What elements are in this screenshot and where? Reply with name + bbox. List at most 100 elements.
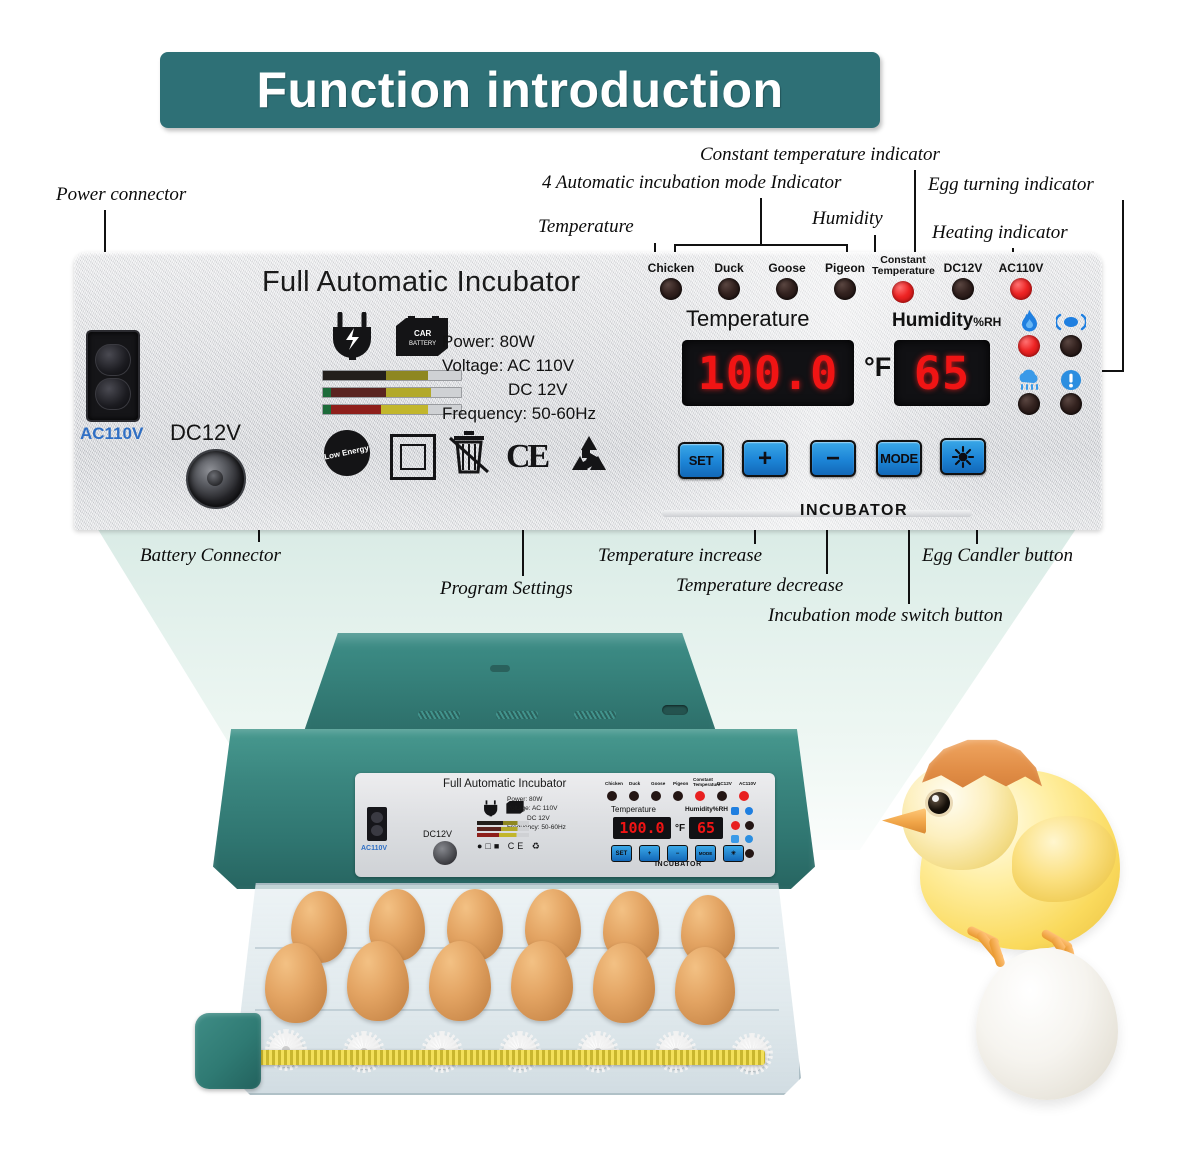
egg xyxy=(593,943,655,1023)
product-minus-button: − xyxy=(667,845,688,862)
spec-key: Frequency: xyxy=(442,404,528,424)
incubator-wordmark: INCUBATOR xyxy=(800,502,909,519)
spec-row: Power: 80W xyxy=(442,330,596,354)
led-lamp xyxy=(892,281,914,304)
control-panel: Full Automatic Incubator AC110V DC12V CA… xyxy=(74,252,1102,530)
lid-vent xyxy=(574,711,616,719)
led-label: AC110V xyxy=(998,261,1044,275)
energy-bar-1 xyxy=(322,370,462,381)
callout-temp-decrease: Temperature decrease xyxy=(676,575,844,596)
callout-egg-turning-indicator: Egg turning indicator xyxy=(928,174,1094,195)
spec-row: Voltage: AC 110V xyxy=(442,354,596,378)
tray-rail xyxy=(255,947,779,949)
product-led xyxy=(629,791,639,801)
led-lamp xyxy=(952,278,974,300)
product-flame-icon xyxy=(731,807,739,815)
egg-turning-rack xyxy=(257,1050,765,1065)
egg xyxy=(347,941,409,1021)
led-lamp-humidity xyxy=(1018,393,1040,415)
led-lamp xyxy=(1010,278,1032,300)
product-temperature-display: 100.0 xyxy=(613,817,671,839)
minus-button-label: − xyxy=(825,444,840,472)
led-indicator-dc12v: DC12V xyxy=(932,262,994,300)
mode-button[interactable]: MODE xyxy=(876,440,922,477)
callout-humidity: Humidity xyxy=(812,208,883,229)
ac-pin-hole-1 xyxy=(95,344,131,376)
lid-vent xyxy=(418,711,460,719)
product-ac-socket xyxy=(367,807,387,841)
product-humidity-label: Humidity%RH xyxy=(685,806,728,813)
led-label: DC12V xyxy=(943,261,983,275)
chick-photo xyxy=(880,720,1190,1140)
energy-bar-2 xyxy=(322,387,462,398)
plus-button-label: + xyxy=(757,444,772,472)
svg-text:BATTERY: BATTERY xyxy=(409,341,436,347)
led-label: Goose xyxy=(768,261,806,275)
product-led xyxy=(745,821,754,830)
energy-rating-bars xyxy=(322,370,462,421)
status-alarm xyxy=(1054,368,1088,415)
product-spec-line: DC 12V xyxy=(527,814,550,822)
humidity-value: 65 xyxy=(913,346,971,400)
product-incubator-wordmark: INCUBATOR xyxy=(655,861,702,868)
callout-mode-indicator: 4 Automatic incubation mode Indicator xyxy=(542,172,842,193)
lid-vent xyxy=(496,711,538,719)
temperature-value: 100.0 xyxy=(697,346,839,400)
low-energy-text: Low Energy xyxy=(323,442,370,462)
power-connector-socket[interactable] xyxy=(86,330,140,422)
lid-handle-hole xyxy=(662,705,688,715)
set-button[interactable]: SET xyxy=(678,442,724,479)
spec-value: 50-60Hz xyxy=(531,404,597,424)
product-control-panel: Full Automatic Incubator AC110V DC12V Po… xyxy=(355,773,775,877)
callout-power-connector: Power connector xyxy=(56,184,187,205)
tray-rail xyxy=(255,1009,779,1011)
humidity-label-text: Humidity xyxy=(892,310,974,331)
panel-slot-decoration xyxy=(662,510,972,517)
page-title-banner: Function introduction xyxy=(160,52,880,128)
led-indicator-pigeon: Pigeon xyxy=(814,262,876,300)
temperature-increase-button[interactable]: + xyxy=(742,440,788,477)
led-label: Duck xyxy=(714,261,744,275)
product-led xyxy=(651,791,661,801)
product-plus-button: + xyxy=(639,845,660,862)
product-led xyxy=(695,791,705,801)
egg xyxy=(511,941,573,1021)
egg-candler-button[interactable] xyxy=(940,438,986,475)
led-lamp xyxy=(776,278,798,300)
leader-power-connector xyxy=(104,210,106,262)
product-led xyxy=(673,791,683,801)
humidity-unit-suffix: %RH xyxy=(973,315,1002,329)
egg xyxy=(265,943,327,1023)
product-temperature-value: 100.0 xyxy=(619,818,665,837)
led-indicator-constant-temperature: Constant Temperature xyxy=(872,254,935,304)
spec-value: DC 12V xyxy=(508,380,568,400)
humidity-label: Humidity%RH xyxy=(892,310,1001,332)
product-spec-line: Power: 80W xyxy=(507,796,543,803)
product-humidity-display: 65 xyxy=(689,817,723,839)
product-spec-line: Voltage: AC 110V xyxy=(507,805,558,813)
battery-connector-jack[interactable] xyxy=(186,449,246,509)
temperature-decrease-button[interactable]: − xyxy=(810,440,856,477)
product-led-label: Constant Temperature xyxy=(693,777,721,787)
callout-temp-increase: Temperature increase xyxy=(598,545,763,566)
callout-constant-temp-indicator: Constant temperature indicator xyxy=(700,144,940,165)
product-set-button: SET xyxy=(611,845,632,862)
led-lamp xyxy=(660,278,682,300)
spec-value: AC 110V xyxy=(507,356,575,376)
dc-jack-label: DC12V xyxy=(170,420,241,445)
product-led-label: Chicken xyxy=(605,781,623,786)
bracket-mode-top xyxy=(674,244,848,246)
humidity-display: 65 xyxy=(894,340,990,406)
temperature-display: 100.0 xyxy=(682,340,854,406)
led-label: Pigeon xyxy=(824,261,865,275)
chick-eye xyxy=(928,792,950,814)
flame-icon xyxy=(1012,310,1046,334)
svg-text:CAR: CAR xyxy=(414,329,432,338)
led-lamp xyxy=(834,278,856,300)
led-lamp-alarm xyxy=(1060,393,1082,415)
product-led-label: Duck xyxy=(629,781,641,786)
status-heating xyxy=(1012,310,1046,357)
leader-mode-indicator xyxy=(760,198,762,244)
callout-heating-indicator: Heating indicator xyxy=(932,222,1068,243)
product-spec-line: Frequency: 50-60Hz xyxy=(507,824,566,832)
